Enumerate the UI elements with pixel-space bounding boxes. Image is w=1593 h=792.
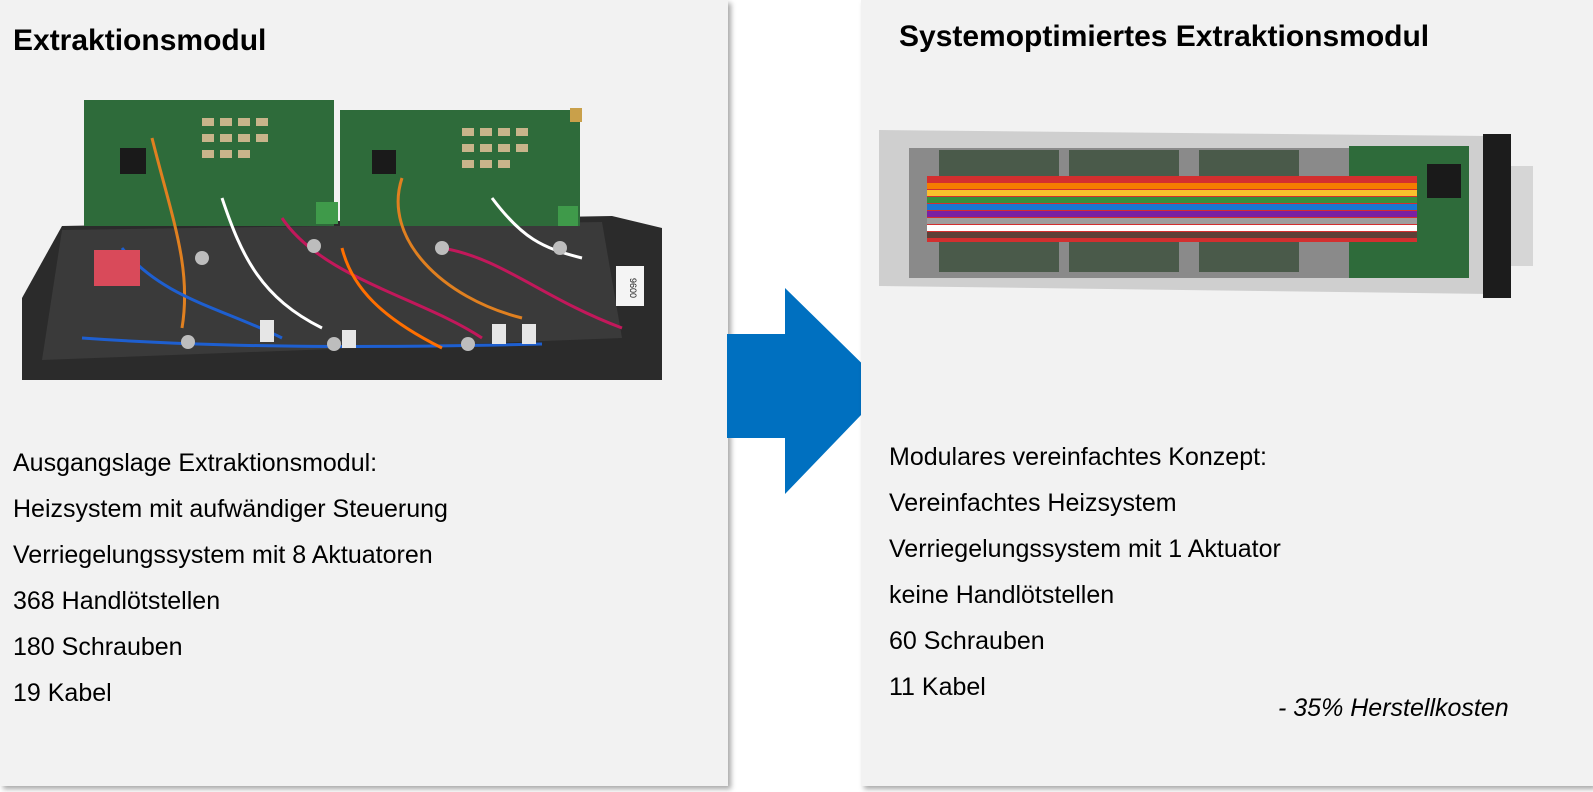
list-item: Heizsystem mit aufwändiger Steuerung xyxy=(13,495,448,523)
terminal-block-left xyxy=(316,202,338,224)
actuators xyxy=(181,239,567,351)
cost-reduction-note: - 35% Herstellkosten xyxy=(1278,694,1509,722)
list-item: Vereinfachtes Heizsystem xyxy=(889,489,1177,517)
panel-original-module: Extraktionsmodul xyxy=(0,0,728,786)
list-item: 19 Kabel xyxy=(13,679,112,707)
list-item: 11 Kabel xyxy=(889,673,986,701)
cable-ties xyxy=(260,320,536,348)
front-panel xyxy=(1483,134,1511,298)
right-arrow-icon xyxy=(727,288,887,494)
circuit-boards xyxy=(939,150,1299,272)
title-optimized-module: Systemoptimiertes Extraktionsmodul xyxy=(899,20,1430,53)
title-original-module: Extraktionsmodul xyxy=(13,24,267,57)
original-module-list: Ausgangslage Extraktionsmodul: Heizsyste… xyxy=(13,440,448,716)
list-item: 368 Handlötstellen xyxy=(13,587,221,615)
list-item: 60 Schrauben xyxy=(889,627,1045,655)
handle xyxy=(1511,166,1533,266)
pcb-chip-right xyxy=(372,150,396,174)
device-label-number: 9600 xyxy=(628,278,638,298)
panel-optimized-module: Systemoptimiertes Extraktionsmodul Modul… xyxy=(861,0,1593,786)
list-item: Modulares vereinfachtes Konzept: xyxy=(889,443,1267,471)
pcb-connectors xyxy=(202,118,528,168)
device-label-plate xyxy=(616,266,644,306)
optimized-module-list: Modulares vereinfachtes Konzept: Vereinf… xyxy=(889,434,1281,710)
list-item: Verriegelungssystem mit 1 Aktuator xyxy=(889,535,1281,563)
list-item: Ausgangslage Extraktionsmodul: xyxy=(13,449,378,477)
ribbon-cable xyxy=(927,176,1417,242)
red-control-board xyxy=(94,250,140,286)
controller-chip xyxy=(1427,164,1461,198)
pcb-chip-left xyxy=(120,148,146,174)
list-item: keine Handlötstellen xyxy=(889,581,1115,609)
list-item: Verriegelungssystem mit 8 Aktuatoren xyxy=(13,541,433,569)
wiring-harness xyxy=(81,137,623,350)
photo-optimized-module xyxy=(879,130,1533,298)
pcb-corner-mark xyxy=(570,108,582,122)
list-item: 180 Schrauben xyxy=(13,633,183,661)
photo-original-module: 9600 xyxy=(22,100,662,380)
terminal-block-right xyxy=(558,206,578,226)
